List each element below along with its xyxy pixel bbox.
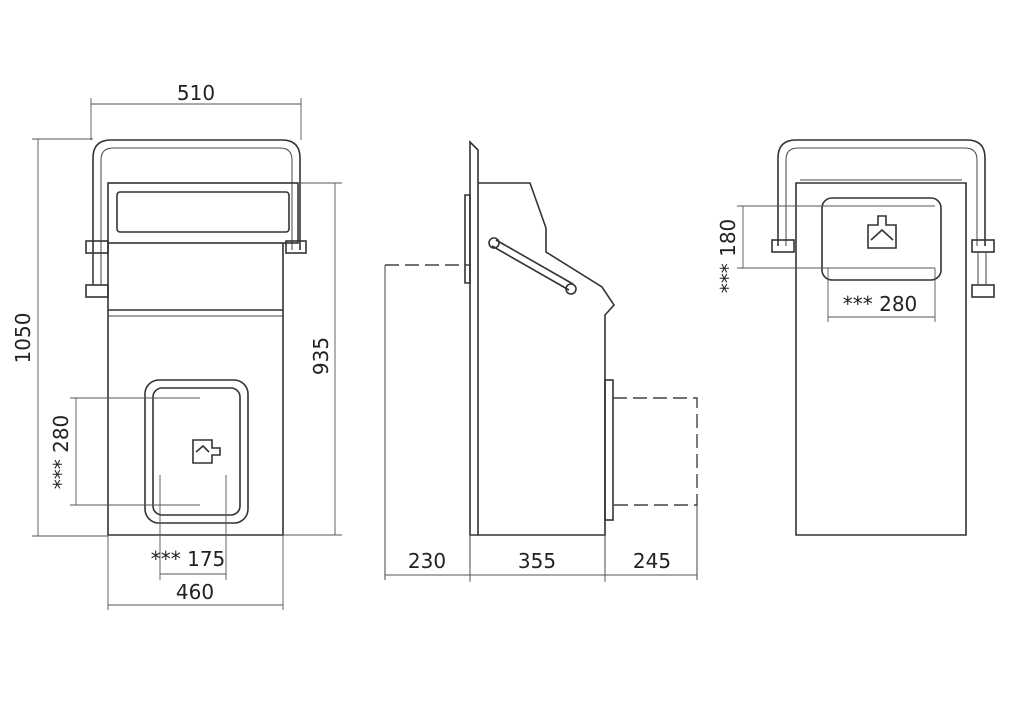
dim-front-width-bottom: 460 — [176, 580, 214, 604]
front-lock-icon — [192, 439, 221, 464]
dim-front-width-top: 510 — [177, 81, 215, 105]
front-view — [85, 139, 307, 536]
dim-door-offset: *** 175 — [151, 547, 226, 571]
front-body — [107, 243, 284, 536]
rear-handle — [777, 139, 986, 246]
rear-lower-bracket-right — [971, 284, 995, 298]
side-lever — [491, 245, 570, 291]
side-view — [384, 140, 698, 580]
rear-handle-bracket-right — [971, 239, 995, 253]
dim-side-depth-front: 230 — [408, 549, 446, 573]
rear-body — [795, 182, 967, 536]
dim-body-height: 935 — [309, 337, 333, 375]
front-handle — [92, 139, 301, 285]
rear-dimensions: *** 180 *** 280 — [716, 205, 936, 322]
front-lid — [107, 182, 299, 244]
side-door-flange — [604, 379, 614, 521]
side-body — [478, 182, 616, 536]
side-rear-extension — [613, 397, 698, 506]
dim-door-height: *** 280 — [49, 415, 73, 490]
dim-rear-door-width: *** 280 — [843, 292, 918, 316]
dim-side-depth-rear: 245 — [633, 549, 671, 573]
rear-door — [821, 197, 942, 281]
front-door-inner — [152, 387, 241, 516]
front-handle-bracket-left — [85, 240, 109, 254]
dim-side-depth-body: 355 — [518, 549, 556, 573]
front-lower-bracket-left — [85, 284, 109, 298]
rear-handle-bracket-left — [771, 239, 795, 253]
side-lid — [469, 140, 479, 536]
front-handle-bracket-right — [285, 240, 307, 254]
dim-rear-door-height: *** 180 — [716, 219, 740, 294]
rear-view — [771, 139, 995, 536]
front-door-outer — [144, 379, 249, 524]
front-lid-slot — [116, 191, 290, 233]
side-dimensions: 230 355 245 — [385, 549, 697, 582]
front-dimensions: 510 1050 935 *** 280 *** 175 460 — [11, 81, 342, 610]
rear-lock-icon — [867, 215, 897, 249]
dim-total-height: 1050 — [11, 313, 35, 364]
